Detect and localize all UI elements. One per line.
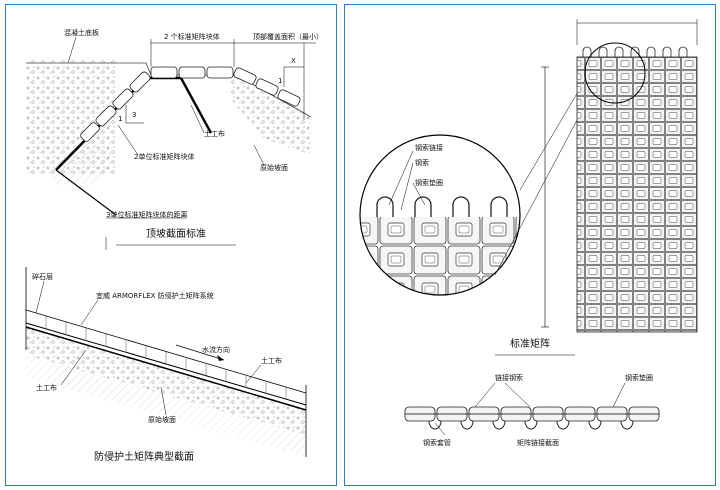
detail-block-grid <box>360 217 520 295</box>
right-drawing-canvas: 钢索链接 钢索 钢索垫圈 标准矩阵 <box>359 19 698 447</box>
right-slope-soil <box>231 75 311 155</box>
label-original-slope-bottom: 原始坡面 <box>148 415 176 424</box>
matrix-block-array <box>576 56 698 333</box>
slope-subgrade <box>26 355 306 457</box>
top-crest-section: 混凝土底板 2 个标准矩阵块体 顶部覆盖面积（最小） 土工布 2单位标准矩阵块体… <box>26 28 323 250</box>
detail-circle-outline <box>359 134 521 296</box>
dim-1a: 1 <box>278 77 282 85</box>
dim-x: X <box>291 57 296 65</box>
label-cable-sleeve: 钢索套管 <box>423 438 451 447</box>
dim-3: 3 <box>132 111 136 119</box>
matrix-detail-marker <box>584 42 646 104</box>
label-cable: 钢索 <box>415 158 429 167</box>
caption-link-section: 矩阵链接截面 <box>517 438 559 447</box>
label-section-cable-washer: 钢索垫圈 <box>625 373 653 382</box>
slope-geotextile-line <box>25 326 307 411</box>
caption-standard-matrix: 标准矩阵 <box>510 337 550 350</box>
block-top-line <box>25 309 307 394</box>
label-original-slope-top: 原始坡面 <box>260 163 288 172</box>
detail-magnifier: 钢索链接 钢索 钢索垫圈 <box>359 79 586 296</box>
left-drawing-canvas: 混凝土底板 2 个标准矩阵块体 顶部覆盖面积（最小） 土工布 2单位标准矩阵块体… <box>25 28 323 463</box>
crest-blocks <box>80 66 301 142</box>
label-geotextile-top: 土工布 <box>204 129 225 138</box>
matrix-top-loops <box>582 46 688 57</box>
label-link-cable: 链接钢索 <box>495 373 523 382</box>
bottom-slope-section: 碎石层 宜威 ARMORFLEX 防侵护土矩阵系统 水流方向 土工布 土工布 原… <box>25 267 307 463</box>
label-top-cover: 顶部覆盖面积（最小） <box>253 32 323 41</box>
caption-crest-section: 顶坡截面标准 <box>146 227 206 240</box>
label-geotextile-left: 土工布 <box>36 383 57 392</box>
detail-cable-loops <box>376 196 508 217</box>
label-two-unit-standard: 2单位标准矩阵块体 <box>134 152 194 161</box>
label-two-units: 2 个标准矩阵块体 <box>164 32 220 41</box>
right-drawing-panel: 钢索链接 钢索 钢索垫圈 标准矩阵 <box>344 4 716 486</box>
leader-concrete <box>67 36 77 64</box>
label-gravel: 碎石层 <box>32 272 53 281</box>
slope-gravel-layer <box>26 327 306 435</box>
standard-matrix-mat: 标准矩阵 <box>495 19 698 356</box>
label-concrete-soil: 混凝土底板 <box>64 28 99 37</box>
caption-slope-section: 防侵护土矩阵典型截面 <box>94 450 194 463</box>
slope-block-joints <box>45 316 287 400</box>
detail-callout-line <box>519 79 586 191</box>
label-armorflex: 宜威 ARMORFLEX 防侵护土矩阵系统 <box>96 291 214 300</box>
label-cable-washer: 钢索垫圈 <box>415 178 443 187</box>
matrix-link-section: 链接钢索 钢索垫圈 钢索套管 矩阵链接截面 <box>404 373 660 447</box>
label-flow-direction: 水流方向 <box>202 345 230 354</box>
flow-direction-arrow <box>175 344 225 361</box>
left-drawing-panel: 混凝土底板 2 个标准矩阵块体 顶部覆盖面积（最小） 土工布 2单位标准矩阵块体… <box>5 4 337 486</box>
lower-soil-hatch <box>51 135 116 185</box>
label-geotextile-right: 土工布 <box>261 356 282 365</box>
dim-1b: 1 <box>118 115 122 123</box>
label-cable-connector: 钢索链接 <box>415 143 443 152</box>
link-section-loops <box>428 420 634 430</box>
label-three-unit-distance: 3单位标准矩阵块体的距离 <box>106 210 187 219</box>
anchor-trench-line <box>55 169 117 216</box>
